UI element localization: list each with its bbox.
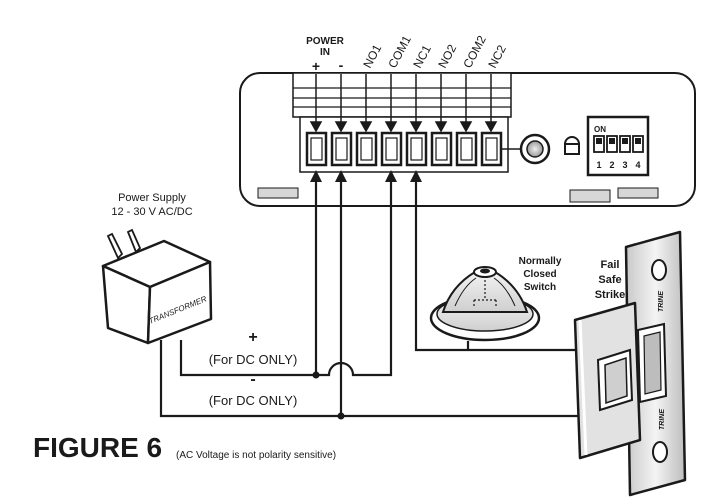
dip-position-label: 2 — [609, 160, 614, 170]
power-minus-sign: - — [339, 57, 344, 73]
small-led-icon — [564, 136, 580, 155]
junction-dot — [337, 412, 345, 420]
dc-plus-note: (For DC ONLY) — [209, 352, 298, 367]
terminal-screw — [430, 131, 453, 167]
power-supply: Power Supply 12 - 30 V AC/DC TRANSFORMER — [101, 192, 213, 345]
terminal-label-com2: COM2 — [460, 33, 489, 70]
terminal-screw — [405, 131, 428, 167]
terminal-label-com1: COM1 — [385, 33, 414, 70]
wiring — [159, 170, 588, 420]
dip-switch: ON 1 2 3 4 — [586, 115, 650, 177]
strike-engraving-bottom: TRINE — [659, 409, 666, 430]
strike-label: Strike — [595, 289, 626, 301]
transformer-icon: TRANSFORMER — [101, 228, 213, 345]
terminal-label-no2: NO2 — [435, 42, 459, 71]
led-indicator — [501, 133, 551, 165]
switch-label: Normally — [519, 256, 562, 267]
fail-safe-strike: Fail Safe Strike TRINE TRINE — [573, 230, 687, 497]
wire-arrowhead — [410, 170, 422, 182]
dc-plus-sign: + — [248, 329, 257, 346]
wire-nc1 — [414, 172, 588, 352]
terminal-screw — [305, 131, 328, 167]
wire-arrowhead — [385, 170, 397, 182]
terminal-arrows — [309, 74, 498, 133]
normally-closed-switch: Normally Closed Switch — [429, 256, 562, 342]
terminal-label-nc1: NC1 — [410, 42, 434, 70]
figure-note: (AC Voltage is not polarity sensitive) — [176, 450, 336, 461]
terminal-screw — [380, 131, 403, 167]
dip-position-label: 4 — [635, 160, 640, 170]
power-plus-sign: + — [312, 58, 320, 74]
switch-label: Switch — [524, 282, 556, 293]
strike-label: Fail — [601, 259, 620, 271]
power-supply-title: Power Supply — [118, 192, 186, 204]
terminal-labels: POWER IN + - NO1 COM1 NC1 NO2 COM2 NC2 — [306, 33, 509, 74]
dc-minus-sign: - — [250, 371, 255, 388]
junction-dot — [312, 371, 320, 379]
screw-terminals — [305, 131, 503, 167]
terminal-screw — [355, 131, 378, 167]
power-supply-rating: 12 - 30 V AC/DC — [111, 206, 192, 218]
terminal-block-ribs — [293, 87, 511, 108]
dip-on-label: ON — [594, 125, 606, 134]
dc-minus-note: (For DC ONLY) — [209, 393, 298, 408]
power-in-label: POWER — [306, 36, 345, 47]
power-in-label: IN — [320, 47, 330, 58]
wire-arrowhead — [310, 170, 322, 182]
terminal-screw — [455, 131, 478, 167]
wire-com1 — [316, 172, 393, 377]
terminal-screw — [480, 131, 503, 167]
wire-positive — [179, 172, 318, 377]
strike-engraving-top: TRINE — [658, 291, 665, 312]
terminal-screw — [330, 131, 353, 167]
switch-label: Closed — [523, 269, 556, 280]
dip-position-label: 3 — [622, 160, 627, 170]
wire-negative — [159, 340, 588, 418]
terminal-label-nc2: NC2 — [485, 42, 509, 70]
strike-label: Safe — [598, 274, 621, 286]
dip-position-label: 1 — [596, 160, 601, 170]
wire-arrowhead — [335, 170, 347, 182]
figure-title: FIGURE 6 — [33, 432, 162, 463]
terminal-label-no1: NO1 — [360, 42, 384, 71]
